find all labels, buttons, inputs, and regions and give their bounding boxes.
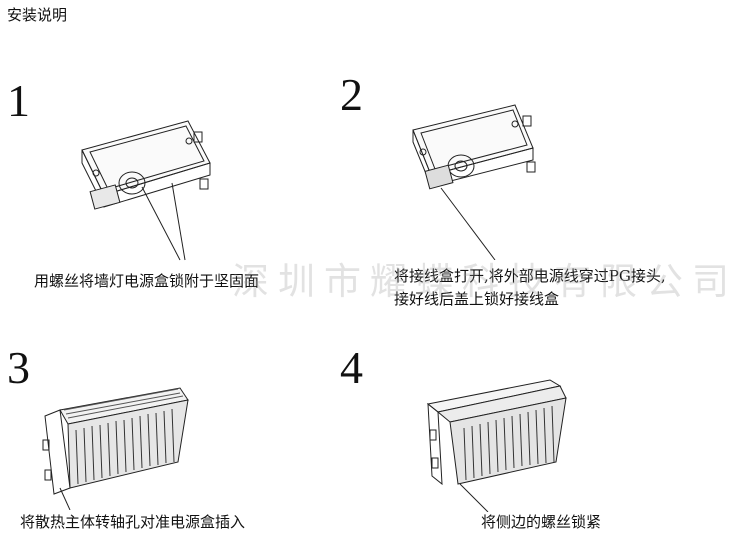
step-3-caption: 将散热主体转轴孔对准电源盒插入 bbox=[20, 513, 246, 531]
step-3-number: 3 bbox=[7, 342, 30, 393]
step-2-junction-box-figure bbox=[405, 100, 575, 260]
step-4-caption: 将侧边的螺丝锁紧 bbox=[481, 513, 602, 531]
step-1-caption: 用螺丝将墙灯电源盒锁附于坚固面 bbox=[34, 272, 260, 290]
step-3-heatsink-insert-figure bbox=[40, 380, 210, 510]
step-4-assembled-fixture-figure bbox=[420, 372, 590, 512]
step-2-caption-line2: 接好线后盖上锁好接线盒 bbox=[394, 290, 560, 308]
step-2-number: 2 bbox=[340, 69, 363, 120]
step-1-number: 1 bbox=[7, 75, 30, 126]
page-title: 安装说明 bbox=[7, 6, 68, 24]
step-1-mounting-box-figure bbox=[70, 95, 240, 295]
step-4-number: 4 bbox=[340, 342, 363, 393]
step-2-caption-line1: 将接线盒打开,将外部电源线穿过PG接头, bbox=[394, 267, 666, 285]
